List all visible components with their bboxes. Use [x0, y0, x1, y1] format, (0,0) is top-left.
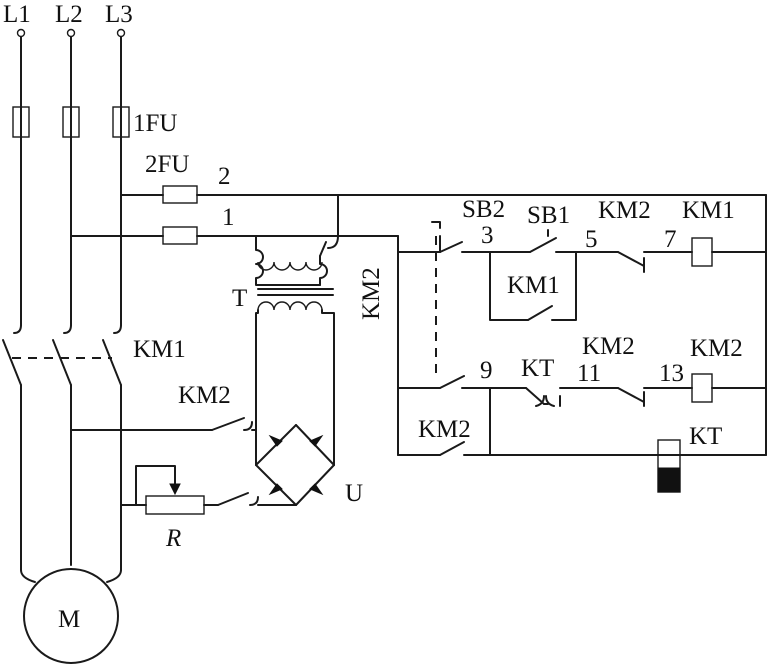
supply-lines — [16, 28, 126, 326]
km2-nc-rung2-blade — [617, 387, 645, 403]
label-2fu: 2FU — [145, 151, 189, 178]
kt-blade — [525, 387, 545, 405]
secondary-right-lead — [321, 309, 335, 466]
label-kt-coil: KT — [689, 423, 722, 450]
sb2-nc-top — [431, 221, 441, 253]
label-km2-vertical: KM2 — [358, 267, 385, 320]
km2-coil — [691, 373, 713, 403]
label-km2-dc: KM2 — [178, 382, 231, 409]
primary-right — [319, 255, 328, 286]
km2-dc-fixed — [243, 421, 257, 431]
diode-3 — [268, 483, 283, 496]
label-node-3: 3 — [481, 222, 494, 249]
primary-coil — [257, 261, 323, 271]
terminal-l2 — [66, 28, 76, 38]
label-km2-top: KM2 — [598, 197, 651, 224]
label-r: R — [165, 525, 181, 552]
terminal-l1 — [16, 28, 26, 38]
km1-blade-3 — [102, 339, 122, 386]
bridge-rectifier-u — [255, 424, 335, 506]
label-l2: L2 — [55, 1, 83, 28]
fuse-l1 — [12, 106, 30, 138]
km2-aux-blade — [439, 441, 465, 456]
km1-main-contacts — [2, 324, 122, 571]
label-sb1: SB1 — [527, 202, 570, 229]
label-node-13: 13 — [659, 360, 684, 387]
label-m: M — [58, 606, 80, 633]
fuse-2fu-top — [162, 185, 198, 204]
label-node-9: 9 — [480, 357, 493, 384]
terminal-l3 — [116, 28, 126, 38]
km2-r-fixed — [249, 496, 259, 506]
label-sb2: SB2 — [462, 196, 505, 223]
label-node-1: 1 — [222, 204, 235, 231]
km2-dc-blade — [211, 417, 245, 431]
diode-4 — [309, 483, 324, 496]
kt-coil-fill — [657, 467, 681, 493]
diode-1 — [268, 434, 283, 447]
km2-r-blade — [217, 492, 249, 506]
km1-hook-3 — [113, 324, 122, 334]
control-supply — [70, 185, 767, 456]
resistor-branch — [120, 465, 259, 515]
label-l1: L1 — [3, 1, 31, 28]
label-km1-aux: KM1 — [507, 272, 560, 299]
wiper-arrow — [169, 483, 181, 496]
sb1-blade — [529, 237, 557, 253]
labels: L1 L2 L3 1FU 2FU 2 1 T KM2 KM1 KM2 U R M… — [3, 1, 743, 633]
label-km2-coil: KM2 — [690, 335, 743, 362]
label-u: U — [345, 480, 363, 507]
motor-lead-w — [106, 569, 122, 583]
km1-hook-1 — [13, 324, 22, 334]
km1-hold-right — [551, 251, 577, 321]
secondary-left-lead — [255, 309, 259, 466]
km1-hook-2 — [63, 324, 72, 334]
control-circuit — [255, 194, 767, 493]
km2-nc-rung2-fixed — [643, 387, 693, 407]
label-km1-top: KM1 — [682, 197, 735, 224]
label-l3: L3 — [105, 1, 133, 28]
label-kt-contact: KT — [521, 355, 554, 382]
motor-circle — [23, 568, 119, 664]
primary-left — [255, 235, 321, 286]
km1-hold-left — [489, 251, 529, 321]
fuse-l3 — [112, 106, 130, 138]
sb2-nc-blade — [439, 241, 463, 253]
label-node-2: 2 — [218, 163, 231, 190]
km1-blade-2 — [52, 339, 72, 386]
sb2-no-blade — [439, 375, 465, 389]
secondary-coil — [257, 301, 323, 311]
rheostat-wiper — [135, 465, 176, 506]
km2-nc-rung1-fixed — [643, 251, 693, 273]
fuse-l2 — [62, 106, 80, 138]
label-t: T — [232, 285, 247, 312]
km1-coil — [691, 237, 713, 267]
label-km1-main: KM1 — [133, 336, 186, 363]
label-node-5: 5 — [585, 226, 598, 253]
label-node-11: 11 — [577, 360, 601, 387]
motor-lead-u — [20, 569, 36, 583]
transformer-t — [255, 194, 339, 466]
label-1fu: 1FU — [133, 110, 177, 137]
fuses-1fu — [12, 106, 130, 138]
kt-delay-symbol — [535, 395, 555, 407]
km2-nc-rung1-blade — [617, 251, 645, 267]
km1-hold-blade — [527, 305, 553, 321]
label-node-7: 7 — [664, 226, 677, 253]
resistor-r — [145, 495, 205, 515]
motor — [20, 568, 122, 664]
km1-blade-1 — [2, 339, 22, 386]
km2-nc-blade — [319, 241, 327, 257]
diode-2 — [309, 434, 324, 447]
km2-dc-contact — [70, 417, 257, 431]
fuse-2fu-bottom — [162, 226, 198, 245]
label-km2-mid: KM2 — [582, 333, 635, 360]
label-km2-aux: KM2 — [418, 416, 471, 443]
km2-nc-hook — [327, 194, 339, 249]
